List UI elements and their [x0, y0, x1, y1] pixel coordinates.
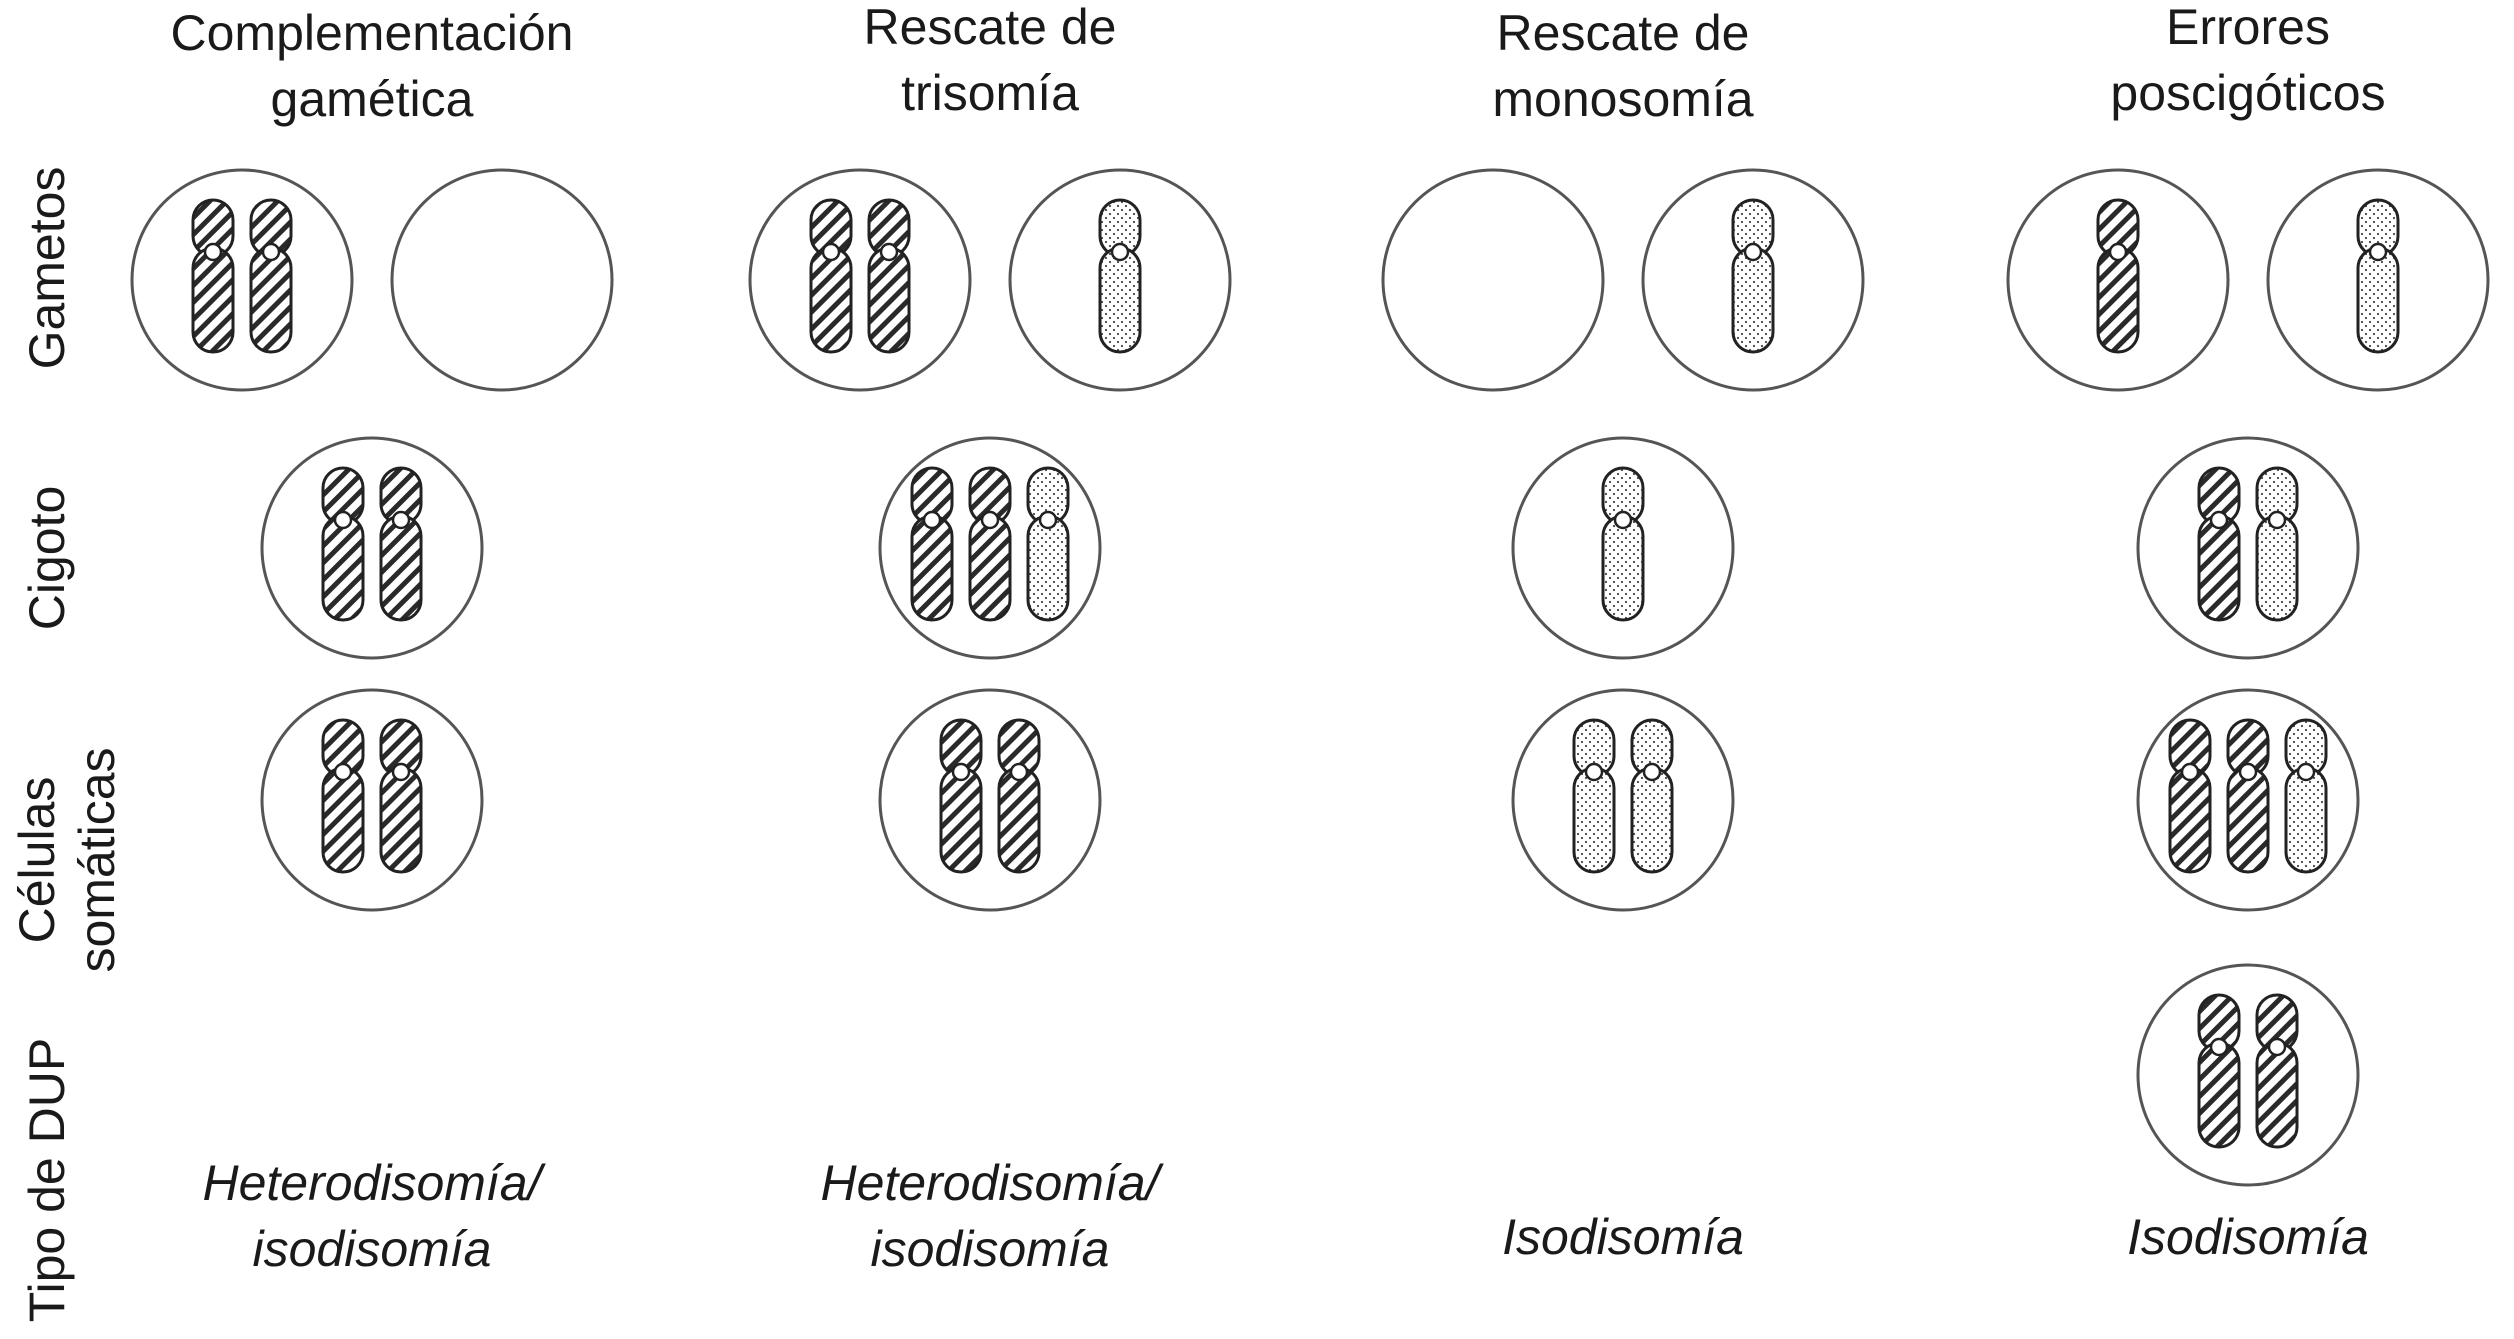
hatched-chromosome [2096, 198, 2140, 354]
hatched-chromosome [249, 198, 293, 354]
dotted-chromosome [2255, 466, 2299, 622]
hatched-chromosome [379, 718, 423, 874]
dotted-chromosome [1601, 466, 1645, 622]
svg-text:gamética: gamética [271, 71, 474, 127]
svg-text:Rescate de: Rescate de [864, 0, 1117, 55]
zygote-cell [878, 436, 1102, 660]
row-label-dup-type: Tipo de DUP [19, 1038, 75, 1322]
svg-text:Errores: Errores [2166, 0, 2330, 55]
somatic-cell [878, 688, 1102, 912]
column-title-gametic-complementation: Complementación gamética [171, 5, 574, 127]
svg-text:Isodisomía: Isodisomía [1502, 1209, 1744, 1265]
svg-text:isodisomía: isodisomía [253, 1221, 492, 1277]
dup-type-monosomy-rescue: Isodisomía [1502, 1209, 1744, 1265]
dotted-chromosome [2284, 718, 2328, 874]
hatched-chromosome [191, 198, 235, 354]
hatched-chromosome [2197, 993, 2241, 1149]
hatched-chromosome [939, 718, 983, 874]
gamete-cell [130, 168, 354, 392]
gamete-cell [2266, 168, 2490, 392]
dotted-chromosome [1026, 466, 1070, 622]
svg-text:Heterodisomía/: Heterodisomía/ [202, 1155, 546, 1211]
row-label-somatic-cells: Células somáticas [9, 747, 125, 972]
svg-text:Células: Células [9, 777, 65, 944]
hatched-chromosome [321, 466, 365, 622]
dup-type-trisomy-rescue: Heterodisomía/ isodisomía [820, 1155, 1164, 1277]
column-title-trisomy-rescue: Rescate de trisomía [864, 0, 1117, 121]
gamete-cell [748, 168, 972, 392]
cells-layer [130, 168, 2490, 1187]
hatched-chromosome [321, 718, 365, 874]
svg-text:Complementación: Complementación [171, 5, 574, 61]
dotted-chromosome [1630, 718, 1674, 874]
dup-type-postzygotic-errors: Isodisomía [2127, 1209, 2369, 1265]
gamete-cell [1008, 168, 1232, 392]
row-label-gametes: Gametos [19, 167, 75, 370]
hatched-chromosome [910, 466, 954, 622]
column-title-postzygotic-errors: Errores poscigóticos [2110, 0, 2385, 121]
row-label-zygote: Cigoto [19, 486, 75, 631]
hatched-chromosome [2168, 718, 2212, 874]
hatched-chromosome [379, 466, 423, 622]
hatched-chromosome [2226, 718, 2270, 874]
somatic-cell [1511, 688, 1735, 912]
dup-type-gametic-complementation: Heterodisomía/ isodisomía [202, 1155, 546, 1277]
hatched-chromosome [867, 198, 911, 354]
somatic-cell [2136, 688, 2360, 912]
somatic-cell [2136, 963, 2360, 1187]
hatched-chromosome [809, 198, 853, 354]
dotted-chromosome [2356, 198, 2400, 354]
svg-text:somáticas: somáticas [69, 747, 125, 972]
svg-text:poscigóticos: poscigóticos [2110, 65, 2385, 121]
zygote-cell [1511, 436, 1735, 660]
svg-text:monosomía: monosomía [1492, 71, 1753, 127]
somatic-cell [260, 688, 484, 912]
dotted-chromosome [1098, 198, 1142, 354]
hatched-chromosome [2255, 993, 2299, 1149]
hatched-chromosome [997, 718, 1041, 874]
svg-text:Heterodisomía/: Heterodisomía/ [820, 1155, 1164, 1211]
gamete-cell [1381, 168, 1605, 392]
hatched-chromosome [968, 466, 1012, 622]
svg-text:trisomía: trisomía [901, 65, 1079, 121]
gamete-cell [2006, 168, 2230, 392]
zygote-cell [2136, 436, 2360, 660]
dotted-chromosome [1731, 198, 1775, 354]
gamete-cell [1641, 168, 1865, 392]
hatched-chromosome [2197, 466, 2241, 622]
svg-text:Isodisomía: Isodisomía [2127, 1209, 2369, 1265]
svg-text:isodisomía: isodisomía [871, 1221, 1110, 1277]
gamete-cell [390, 168, 614, 392]
column-title-monosomy-rescue: Rescate de monosomía [1492, 5, 1753, 127]
dotted-chromosome [1572, 718, 1616, 874]
svg-text:Rescate de: Rescate de [1497, 5, 1750, 61]
zygote-cell [260, 436, 484, 660]
